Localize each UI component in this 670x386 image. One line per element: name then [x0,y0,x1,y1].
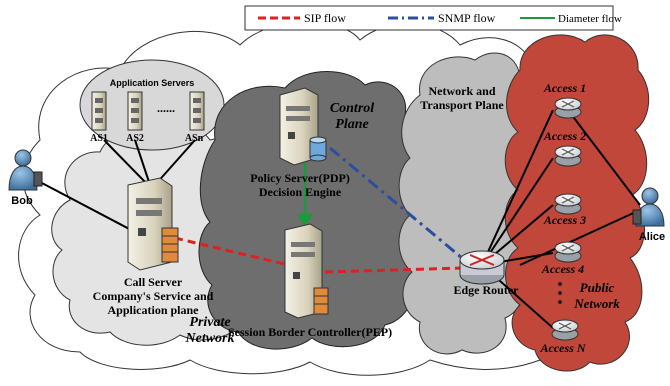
control-plane-label-1: Control [330,101,374,116]
access-2-label: Access 2 [543,129,586,143]
database-icon [309,136,327,162]
control-plane-label-2: Plane [335,117,368,132]
access-node-2-icon [554,145,582,167]
public-network-label-1: Public [580,280,615,295]
application-servers-group [79,59,225,151]
access-n-label: Access N [540,341,587,355]
bob-person-icon [8,149,43,191]
sbc-label: Session Border Controller(PEP) [228,325,392,339]
app-server-asn-label: ASn [185,133,204,144]
public-network-label-2: Network [573,296,620,311]
legend-sip-label: SIP flow [304,11,346,25]
access-node-3-icon [554,193,582,215]
alice-label: Alice [639,231,665,243]
legend: SIP flow SNMP flow Diameter flow [244,5,622,31]
policy-server-label: Policy Server(PDP) [250,171,350,185]
transport-plane-label-1: Network and [428,84,495,98]
legend-diameter-label: Diameter flow [558,13,622,25]
access-node-n-icon [551,319,579,341]
call-server-label: Call Server [124,275,183,289]
bob-call-server-link [39,181,136,233]
policy-server-icon [279,87,319,166]
app-server-asn-icon [189,91,205,131]
app-server-dots: ...... [157,101,175,115]
legend-snmp-label: SNMP flow [438,11,496,25]
call-server-subtitle-2: Application plane [107,303,199,317]
app-server-as2-label: AS2 [126,133,144,144]
bob-label: Bob [11,195,33,207]
edge-router-label: Edge Router [454,283,520,297]
access-node-1-icon [554,97,582,119]
access-1-label: Access 1 [543,81,586,95]
snmp-flow-line [329,146,463,260]
access-4-label: Access 4 [541,262,584,276]
transport-plane-label-2: Transport Plane [420,98,504,112]
app-server-as2-icon [127,91,143,131]
edge-router-icon [459,250,505,285]
call-server-subtitle-1: Company's Service and [93,289,214,303]
private-network-label-1: Private [189,315,230,330]
access-ellipsis [558,282,562,304]
app-servers-title: Application Servers [110,78,195,88]
call-server-icon [127,177,179,271]
access-node-4-icon [554,241,582,263]
app-server-links [103,139,196,186]
sbc-server-icon [284,223,329,319]
access-3-label: Access 3 [543,213,586,227]
alice-person-icon [632,187,665,227]
app-server-as1-label: AS1 [90,133,108,144]
app-server-as1-icon [91,91,107,131]
private-network-label-2: Network [185,331,235,346]
decision-engine-label: Decision Engine [259,185,342,199]
